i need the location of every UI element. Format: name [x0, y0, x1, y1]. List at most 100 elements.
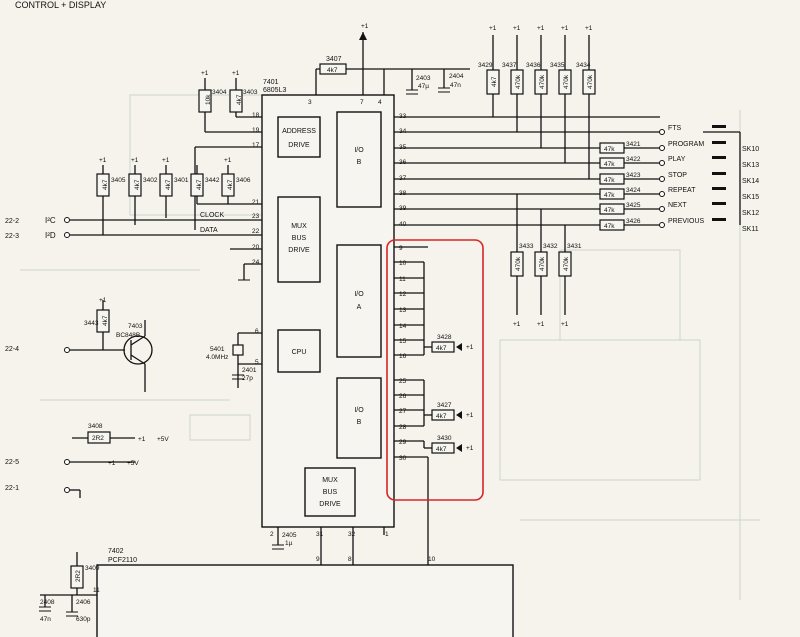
svg-text:470k: 470k	[563, 256, 570, 271]
pin-left-20: 20	[252, 244, 260, 251]
svg-text:PREVIOUS: PREVIOUS	[668, 218, 705, 225]
svg-text:3421: 3421	[626, 141, 641, 148]
res-3405-ref: 3405	[111, 177, 126, 184]
svg-text:+5V: +5V	[157, 436, 169, 443]
header-title: CONTROL + DISPLAY	[15, 0, 106, 10]
svg-text:47k: 47k	[604, 161, 615, 168]
crystal-5401-ref: 5401	[210, 346, 225, 353]
cap-2404-value: 47n	[450, 82, 461, 89]
svg-text:470k: 470k	[563, 74, 570, 89]
svg-text:3408: 3408	[88, 423, 103, 430]
switch-stop: 3423 47k STOP SK14	[599, 172, 759, 185]
svg-text:3437: 3437	[502, 62, 517, 69]
pin-right-26: 26	[399, 393, 407, 400]
net-data-label: DATA	[200, 227, 218, 234]
svg-text:47k: 47k	[604, 177, 615, 184]
net-clock-label: CLOCK	[200, 212, 224, 219]
svg-text:3443: 3443	[84, 320, 99, 327]
switch-play: 3422 47k PLAY SK13	[599, 156, 759, 169]
svg-text:2406: 2406	[76, 599, 91, 606]
svg-text:3434: 3434	[576, 62, 591, 69]
pin-right-15: 15	[399, 338, 407, 345]
svg-text:470k: 470k	[515, 256, 522, 271]
svg-text:3433: 3433	[519, 243, 534, 250]
crystal-5401-value: 4.0MHz	[206, 354, 228, 361]
highlight-box	[386, 239, 484, 501]
svg-text:4k7: 4k7	[491, 76, 498, 87]
svg-text:+1: +1	[466, 412, 474, 419]
pin-bottom-31: 31	[316, 531, 324, 538]
connector-22-5: 22-5	[5, 459, 135, 466]
svg-text:470k: 470k	[539, 256, 546, 271]
svg-text:2408: 2408	[40, 599, 55, 606]
pin-bottom-9: 9	[316, 556, 320, 563]
svg-text:3425: 3425	[626, 202, 641, 209]
pin-left-5: 5	[255, 359, 259, 366]
pin-left-18: 18	[252, 112, 260, 119]
svg-text:I²D: I²D	[45, 231, 56, 240]
svg-text:+1: +1	[131, 157, 139, 164]
transistor-7403: +1 3443 4k7 7403 BC848B	[84, 297, 153, 392]
svg-text:4k7: 4k7	[436, 446, 447, 453]
res-3442-value: 4k7	[196, 179, 203, 190]
res-3404-ref: 3404	[212, 89, 227, 96]
svg-text:47k: 47k	[604, 223, 615, 230]
pin-left-19: 19	[252, 127, 260, 134]
svg-text:3435: 3435	[550, 62, 565, 69]
res-3402-ref: 3402	[143, 177, 158, 184]
ic-7401-ref: 7401	[263, 79, 279, 86]
svg-text:PCF2110: PCF2110	[108, 557, 137, 564]
pin-left-23: 23	[252, 213, 260, 220]
pin-bottom-32: 32	[348, 531, 356, 538]
res-3442-ref: 3442	[205, 177, 220, 184]
pin-right-9: 9	[399, 245, 403, 252]
svg-text:+1: +1	[466, 445, 474, 452]
svg-text:47k: 47k	[604, 207, 615, 214]
address-drive-label-2: DRIVE	[288, 142, 310, 149]
pin-right-11: 11	[399, 276, 406, 283]
res-3401-ref: 3401	[174, 177, 189, 184]
pin-left-24: 24	[252, 259, 260, 266]
svg-text:22-4: 22-4	[5, 346, 19, 353]
svg-text:+1: +1	[585, 25, 593, 32]
svg-text:3426: 3426	[626, 218, 641, 225]
address-pullups: +1 3404 10k +1 3403 4k7	[194, 70, 262, 230]
res-3404-value: 10k	[205, 94, 212, 105]
svg-text:2R2: 2R2	[75, 570, 82, 582]
io-b-bottom-label-2: B	[357, 419, 362, 426]
svg-text:+1: +1	[513, 321, 521, 328]
ic-7401: 7401 6805L3 ADDRESS DRIVE MUX BUS DRIVE …	[252, 79, 436, 563]
svg-text:+5V: +5V	[127, 460, 139, 467]
connector-22-4: 22-4	[5, 346, 125, 353]
cap-2403-value: 47µ	[418, 83, 429, 90]
svg-text:47n: 47n	[40, 616, 51, 623]
res-3407-ref: 3407	[326, 56, 342, 63]
svg-text:STOP: STOP	[668, 172, 687, 179]
svg-text:+1: +1	[201, 70, 209, 77]
mux-bus-drive-bottom-3: DRIVE	[319, 501, 341, 508]
res-3403-ref: 3403	[243, 89, 258, 96]
io-b-top-label-2: B	[357, 159, 362, 166]
mux-bus-drive-left-2: BUS	[292, 235, 307, 242]
svg-text:3432: 3432	[543, 243, 558, 250]
svg-text:470k: 470k	[515, 74, 522, 89]
mux-bus-drive-bottom-2: BUS	[323, 489, 338, 496]
svg-text:SK14: SK14	[742, 178, 759, 185]
pin-bottom-8: 8	[348, 556, 352, 563]
svg-text:+1: +1	[108, 460, 116, 467]
svg-text:+1: +1	[162, 157, 170, 164]
io-b-bottom-label-1: I/O	[354, 407, 364, 414]
bottom-network: 2405 1µ	[272, 527, 385, 565]
svg-text:1µ: 1µ	[285, 540, 293, 547]
switch-repeat: 3424 47k REPEAT SK15	[599, 187, 759, 201]
pin-top-4: 4	[378, 99, 382, 106]
svg-text:+1: +1	[561, 321, 569, 328]
pin-right-12: 12	[399, 291, 407, 298]
res-3405-value: 4k7	[102, 179, 109, 190]
svg-text:47k: 47k	[604, 192, 615, 199]
svg-text:7403: 7403	[128, 323, 143, 330]
svg-text:47k: 47k	[604, 146, 615, 153]
i2c-bus: CLOCK DATA	[64, 212, 262, 281]
svg-text:SK11: SK11	[742, 226, 759, 233]
pin-right-30: 30	[399, 455, 407, 462]
